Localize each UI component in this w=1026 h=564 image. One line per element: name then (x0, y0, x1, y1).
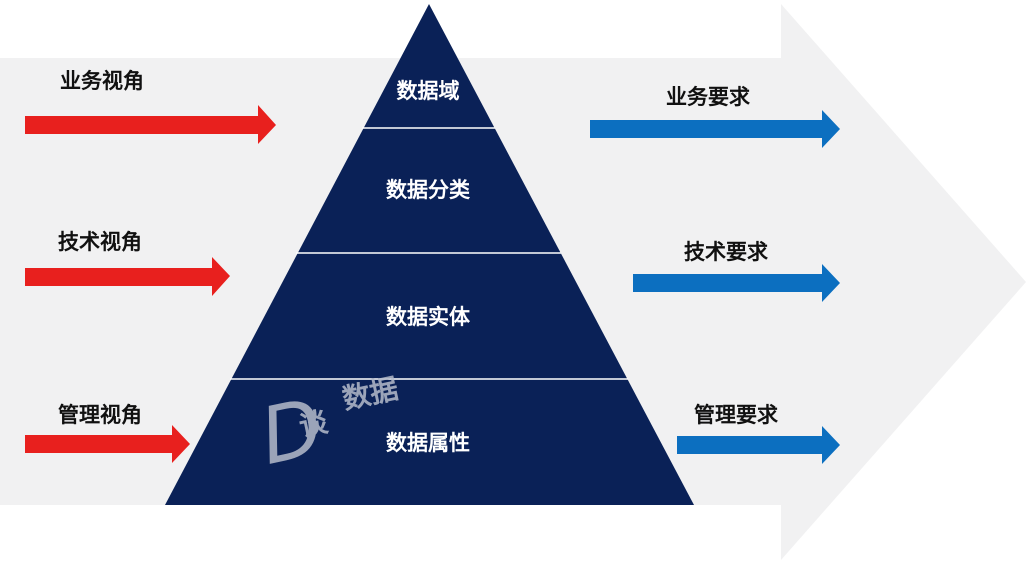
management-requirement-arrow (677, 426, 840, 464)
business-requirement-arrow (590, 110, 840, 148)
management-perspective-arrow (25, 425, 190, 463)
technical-perspective-label: 技术视角 (58, 230, 142, 254)
pyramid-layer-data-category: 数据分类 (386, 178, 471, 202)
management-requirement-label: 管理要求 (694, 403, 778, 427)
pyramid-layer-data-entity: 数据实体 (386, 305, 471, 329)
business-requirement-label: 业务要求 (666, 85, 750, 109)
business-perspective-label: 业务视角 (60, 69, 144, 93)
management-perspective-label: 管理视角 (58, 403, 142, 427)
technical-requirement-label: 技术要求 (684, 240, 768, 264)
technical-requirement-arrow (633, 264, 840, 302)
technical-perspective-arrow (25, 257, 230, 296)
pyramid-layer-data-domain: 数据域 (397, 79, 460, 103)
business-perspective-arrow (25, 105, 276, 144)
pyramid-layer-data-attribute: 数据属性 (386, 431, 470, 455)
